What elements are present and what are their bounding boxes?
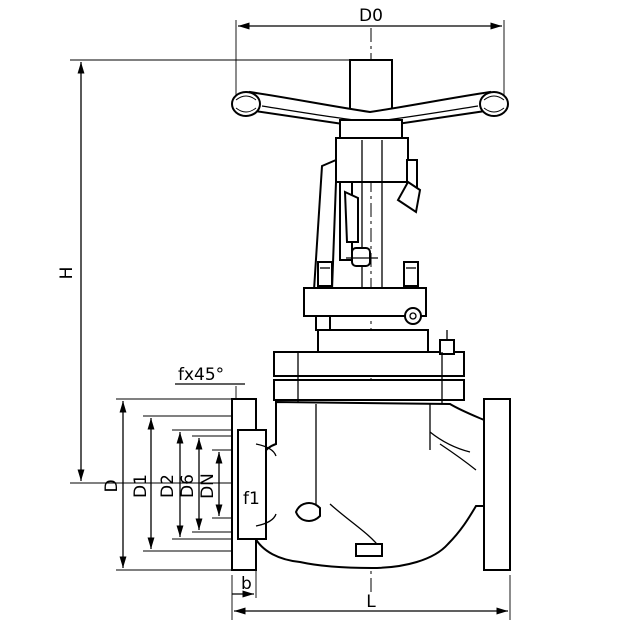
label-d: D bbox=[102, 479, 122, 492]
label-d2: D2 bbox=[158, 474, 178, 498]
label-b: b bbox=[241, 574, 252, 594]
dimension-b bbox=[232, 570, 257, 598]
valve-body bbox=[253, 400, 485, 570]
yoke bbox=[312, 137, 422, 291]
dimension-l bbox=[231, 575, 511, 620]
handwheel bbox=[231, 59, 509, 139]
label-f1: f1 bbox=[243, 489, 260, 509]
label-h: H bbox=[57, 267, 77, 280]
label-chamfer: fx45° bbox=[178, 365, 224, 385]
label-l: L bbox=[366, 592, 376, 612]
label-d6: D6 bbox=[178, 474, 198, 498]
inlet-flange bbox=[231, 398, 277, 571]
bonnet bbox=[273, 330, 465, 410]
label-dn: DN bbox=[198, 473, 218, 499]
label-d0: D0 bbox=[359, 6, 383, 26]
gland bbox=[303, 261, 429, 353]
label-d1: D1 bbox=[131, 474, 151, 498]
outlet-flange bbox=[483, 398, 511, 571]
